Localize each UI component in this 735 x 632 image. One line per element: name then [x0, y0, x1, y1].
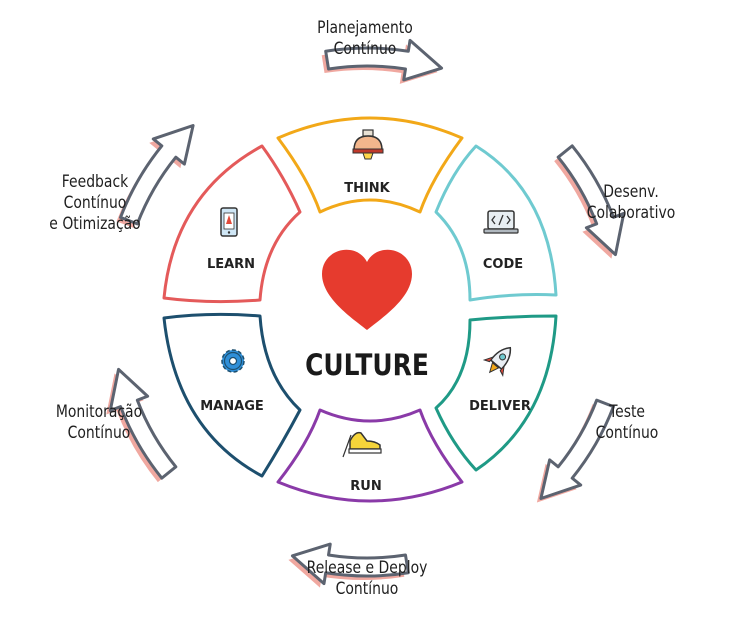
phase-label-release-line2: Contínuo — [335, 579, 399, 599]
segment-manage-outline — [162, 312, 302, 478]
phase-label-feedback-line2: Contínuo — [63, 193, 127, 213]
tablet-icon — [220, 207, 238, 237]
segment-learn: LEARN — [162, 144, 302, 304]
segment-run-label: RUN — [350, 479, 381, 494]
segment-run-outline — [276, 408, 464, 503]
segment-code-label: CODE — [483, 257, 523, 272]
cycle-arrow-icon — [290, 542, 410, 586]
segment-learn-label: LEARN — [207, 257, 255, 272]
phase-label-desenv-line2: Colaborativo — [586, 203, 676, 223]
heart-icon — [322, 249, 412, 330]
segment-code: CODE — [434, 144, 558, 302]
phase-label-feedback-line3: e Otimização — [49, 214, 141, 234]
lamp-icon — [352, 129, 384, 160]
cycle-arrow-icon — [324, 38, 444, 82]
cycle-arrow-icon — [108, 367, 178, 480]
center-title: CULTURE — [305, 349, 429, 382]
cycle-arrows — [106, 38, 626, 588]
gear-icon — [221, 349, 245, 373]
segment-think-outline — [276, 116, 464, 214]
phase-label-desenv-line1: Desenv. — [603, 182, 659, 202]
segment-manage-label: MANAGE — [200, 399, 264, 414]
phase-label-release-line1: Release e Deploy — [306, 558, 428, 578]
segment-manage: MANAGE — [162, 312, 302, 478]
phase-label-planejamento-line2: Contínuo — [333, 39, 397, 59]
phase-label-teste: Teste Contínuo — [574, 402, 681, 444]
phase-label-release: Release e Deploy Contínuo — [297, 558, 436, 600]
cycle-arrow-icon — [539, 398, 615, 500]
cycle-arrow-icon — [119, 124, 195, 226]
center-culture: CULTURE — [305, 249, 429, 383]
segment-deliver-label: DELIVER — [469, 399, 531, 414]
rocket-icon — [482, 346, 512, 377]
segment-deliver: DELIVER — [434, 314, 558, 472]
running-shoe-icon — [342, 431, 382, 458]
phase-label-planejamento-line1: Planejamento — [317, 18, 413, 38]
phase-label-teste-line2: Contínuo — [595, 423, 659, 443]
phase-label-monitoracao-line2: Contínuo — [67, 423, 131, 443]
phase-label-teste-line1: Teste — [608, 402, 646, 422]
cycle-arrow-icon — [556, 144, 626, 257]
phase-label-feedback: Feedback Contínuo e Otimização — [42, 172, 149, 235]
phase-label-desenv: Desenv. Colaborativo — [578, 182, 685, 224]
segment-run: RUN — [276, 408, 464, 503]
phase-label-feedback-line1: Feedback — [61, 172, 129, 192]
segment-deliver-outline — [434, 314, 558, 472]
segment-think-label: THINK — [344, 181, 390, 196]
phase-label-planejamento: Planejamento Contínuo — [312, 18, 419, 60]
laptop-code-icon — [483, 210, 519, 234]
phase-label-monitoracao-line1: Monitoração — [55, 402, 143, 422]
phase-label-monitoracao: Monitoração Contínuo — [46, 402, 153, 444]
segment-think: THINK — [276, 116, 464, 214]
